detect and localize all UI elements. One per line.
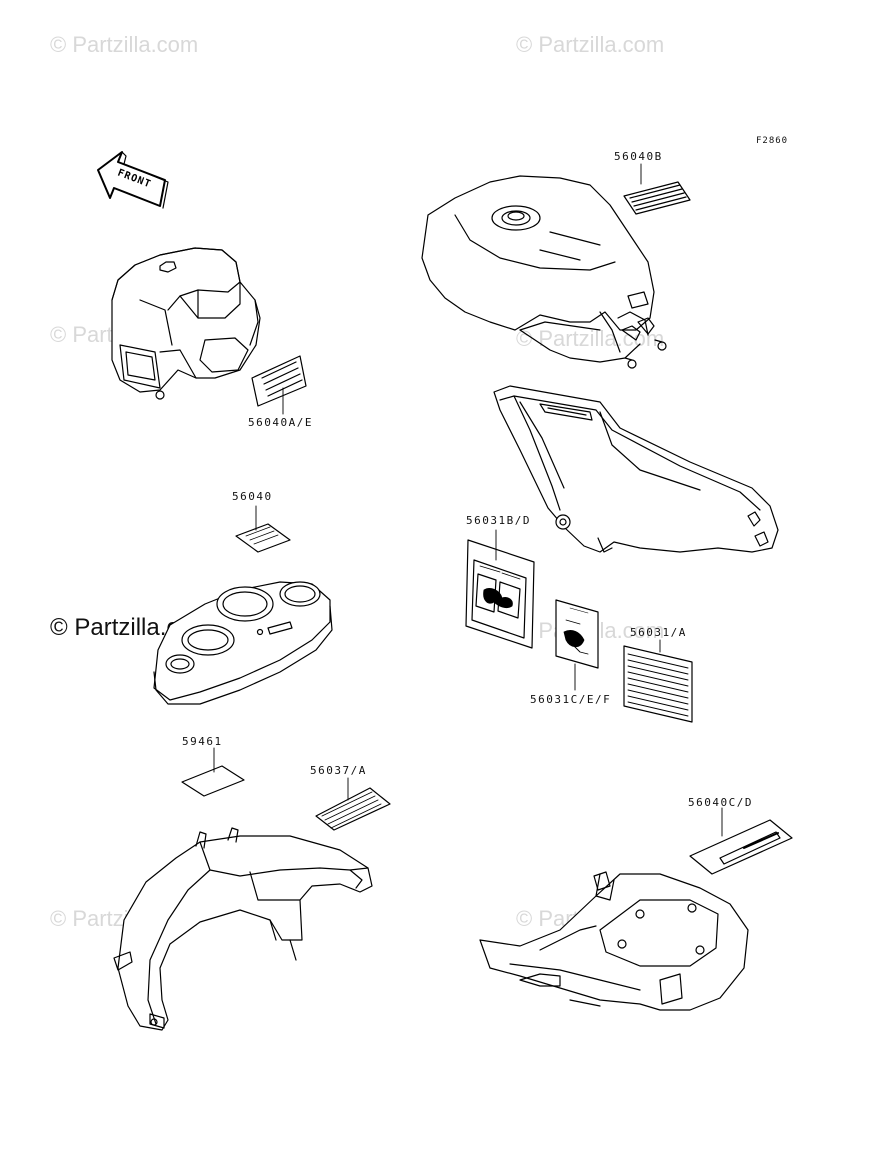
- side-cover-part: [494, 386, 778, 552]
- label-56031cef: 56031C/E/F: [530, 693, 612, 706]
- label-56031bd: 56031B/D: [466, 514, 531, 527]
- watermark-top-right: © Partzilla.com: [516, 32, 665, 57]
- label-56040b: 56040B: [614, 150, 663, 163]
- meter-panel-part: [154, 582, 332, 704]
- decal-56031cef: [556, 600, 598, 690]
- label-56040: 56040: [232, 490, 273, 503]
- front-fender-part: [114, 828, 372, 1030]
- watermark-mid-right: © Partzilla.com: [516, 326, 665, 351]
- decal-56040cd: [690, 808, 792, 874]
- decal-56037a: [316, 778, 390, 830]
- decal-59461: [182, 748, 244, 796]
- label-56040ae: 56040A/E: [248, 416, 313, 429]
- label-56037a: 56037/A: [310, 764, 367, 777]
- label-56031a: 56031/A: [630, 626, 687, 639]
- label-56040cd: 56040C/D: [688, 796, 753, 809]
- rear-seat-cowl-part: [480, 872, 748, 1010]
- decal-56040ae: [252, 356, 306, 414]
- label-59461: 59461: [182, 735, 223, 748]
- diagram-code: F2860: [756, 136, 789, 146]
- front-arrow-icon: FRONT: [98, 152, 168, 208]
- decal-56040b: [624, 164, 690, 214]
- watermark-top-left: © Partzilla.com: [50, 32, 199, 57]
- upper-fairing-part: [112, 248, 260, 399]
- decal-56031a: [624, 640, 692, 722]
- decal-56031bd: [466, 530, 534, 648]
- fuel-tank-part: [422, 176, 666, 368]
- decal-56040: [236, 506, 290, 552]
